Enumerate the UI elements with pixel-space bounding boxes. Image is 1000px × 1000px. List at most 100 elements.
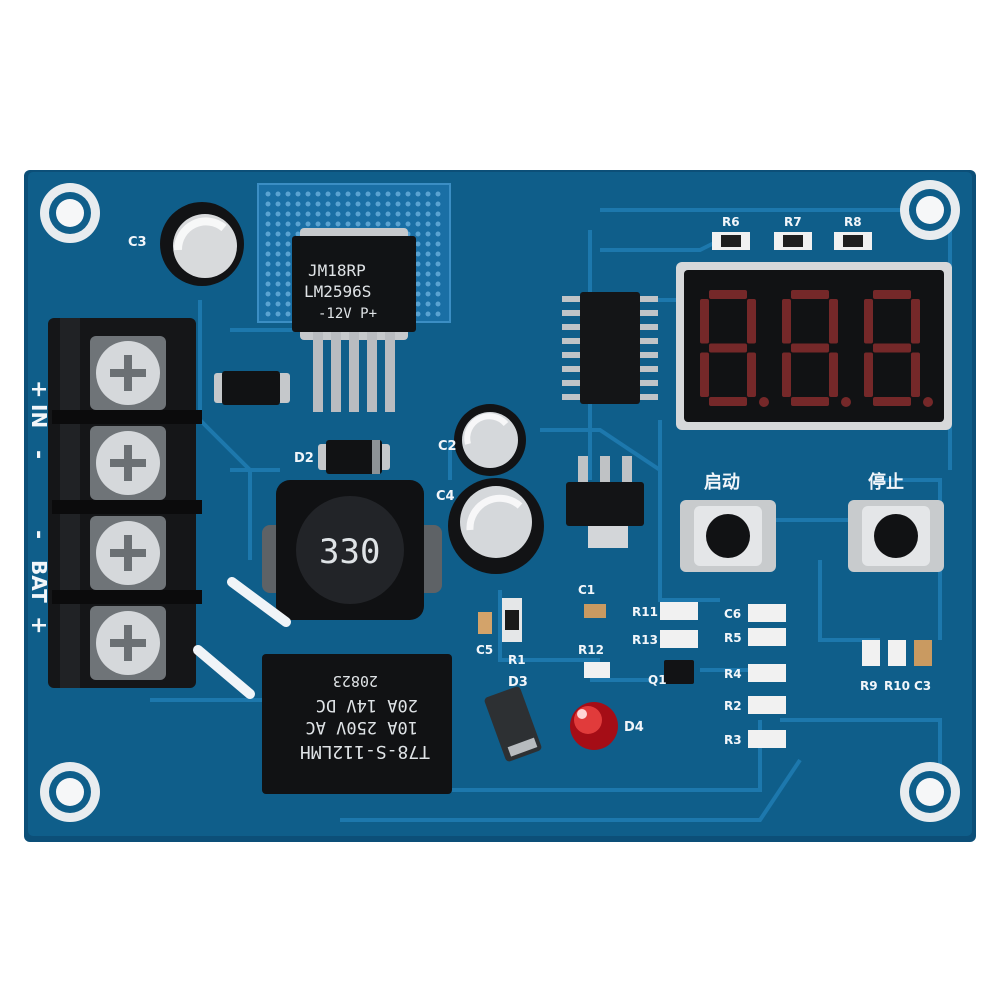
- pad-dot: [325, 211, 331, 217]
- pad-dot: [435, 271, 441, 277]
- display-segment: [911, 299, 920, 344]
- pad-dot: [405, 191, 411, 197]
- label-c2: C2: [438, 439, 457, 454]
- pad-dot: [415, 251, 421, 257]
- pad-dot: [425, 221, 431, 227]
- label-r6: R6: [722, 215, 740, 229]
- pad-dot: [435, 311, 441, 317]
- relay: T78-S-112LMH 10A 250V AC 20A 14V DC 2082…: [262, 654, 452, 794]
- pad-dot: [295, 201, 301, 207]
- display-segment: [747, 352, 756, 397]
- display-segment: [911, 352, 920, 397]
- label-c6: C6: [724, 607, 741, 621]
- pad-dot: [275, 271, 281, 277]
- pad-dot: [265, 311, 271, 317]
- smd-center-parts: C1 R12 R11 R13 Q1: [578, 583, 698, 687]
- pad-dot: [415, 311, 421, 317]
- display-segment: [700, 299, 709, 344]
- relay-line2: 10A 250V AC: [305, 717, 418, 737]
- label-r10: R10: [884, 679, 910, 693]
- pad-dot: [285, 301, 291, 307]
- pad-dot: [275, 211, 281, 217]
- terminal-screw-3: [90, 516, 166, 590]
- pad-dot: [345, 201, 351, 207]
- display-decimal-point: [759, 397, 769, 407]
- pad-dot: [385, 191, 391, 197]
- pad-dot: [425, 201, 431, 207]
- pad-dot: [325, 191, 331, 197]
- display-segment: [709, 290, 747, 299]
- display-segment: [791, 290, 829, 299]
- pad-dot: [435, 201, 441, 207]
- smd-diode-top: [214, 371, 290, 405]
- terminal-screw-2: [90, 426, 166, 500]
- regulator-line1: JM18RP: [308, 261, 366, 280]
- pad-dot: [365, 221, 371, 227]
- display-segment: [709, 397, 747, 406]
- pad-dot: [265, 301, 271, 307]
- pad-dot: [275, 241, 281, 247]
- pad-dot: [415, 291, 421, 297]
- pad-dot: [265, 231, 271, 237]
- pad-dot: [395, 191, 401, 197]
- display-segment: [791, 397, 829, 406]
- pad-dot: [275, 251, 281, 257]
- pad-dot: [435, 301, 441, 307]
- pad-dot: [385, 221, 391, 227]
- pad-dot: [435, 291, 441, 297]
- smd-resistor-column: C6 R5 R4 R2 R3: [724, 604, 786, 748]
- regulator-line2: LM2596S: [304, 282, 371, 301]
- pad-dot: [415, 211, 421, 217]
- label-r2: R2: [724, 699, 742, 713]
- pad-dot: [265, 281, 271, 287]
- pad-dot: [365, 201, 371, 207]
- pad-dot: [315, 191, 321, 197]
- pad-dot: [415, 281, 421, 287]
- pad-dot: [285, 221, 291, 227]
- pad-dot: [385, 201, 391, 207]
- display-segment: [700, 352, 709, 397]
- regulator-ic: JM18RP LM2596S -12V P+: [292, 228, 416, 412]
- mounting-hole-bottom-left: [40, 762, 100, 822]
- pad-dot: [425, 311, 431, 317]
- display-segment: [782, 352, 791, 397]
- start-button[interactable]: 启动: [680, 471, 776, 572]
- pad-dot: [285, 251, 291, 257]
- display-segment: [873, 397, 911, 406]
- label-c3-bottom: C3: [914, 679, 931, 693]
- label-r12: R12: [578, 643, 604, 657]
- pad-dot: [435, 261, 441, 267]
- terminal-label-6: +: [26, 616, 51, 634]
- pad-dot: [415, 241, 421, 247]
- pad-dot: [275, 261, 281, 267]
- silk-line-2: [193, 645, 255, 699]
- pad-dot: [275, 281, 281, 287]
- display-decimal-point: [923, 397, 933, 407]
- pad-dot: [275, 311, 281, 317]
- pad-dot: [425, 241, 431, 247]
- pad-dot: [265, 191, 271, 197]
- pad-dot: [315, 201, 321, 207]
- pad-dot: [285, 191, 291, 197]
- display-segment: [873, 343, 911, 353]
- electrolytic-capacitor-c2: C2: [438, 404, 526, 476]
- pad-dot: [275, 291, 281, 297]
- display-segment: [829, 352, 838, 397]
- label-r5: R5: [724, 631, 742, 645]
- stop-button[interactable]: 停止: [848, 471, 944, 572]
- pad-dot: [425, 281, 431, 287]
- pad-dot: [295, 191, 301, 197]
- copper-traces: [150, 208, 952, 822]
- pad-dot: [405, 211, 411, 217]
- pad-dot: [285, 211, 291, 217]
- mounting-hole-bottom-right: [900, 762, 960, 822]
- pad-dot: [395, 221, 401, 227]
- pad-dot: [365, 191, 371, 197]
- display-segment: [873, 290, 911, 299]
- electrolytic-capacitor-c4: C4: [436, 478, 544, 574]
- pad-dot: [395, 201, 401, 207]
- diode-d2: D2: [294, 440, 390, 474]
- silk-line-1: [227, 577, 291, 627]
- pad-dot: [295, 211, 301, 217]
